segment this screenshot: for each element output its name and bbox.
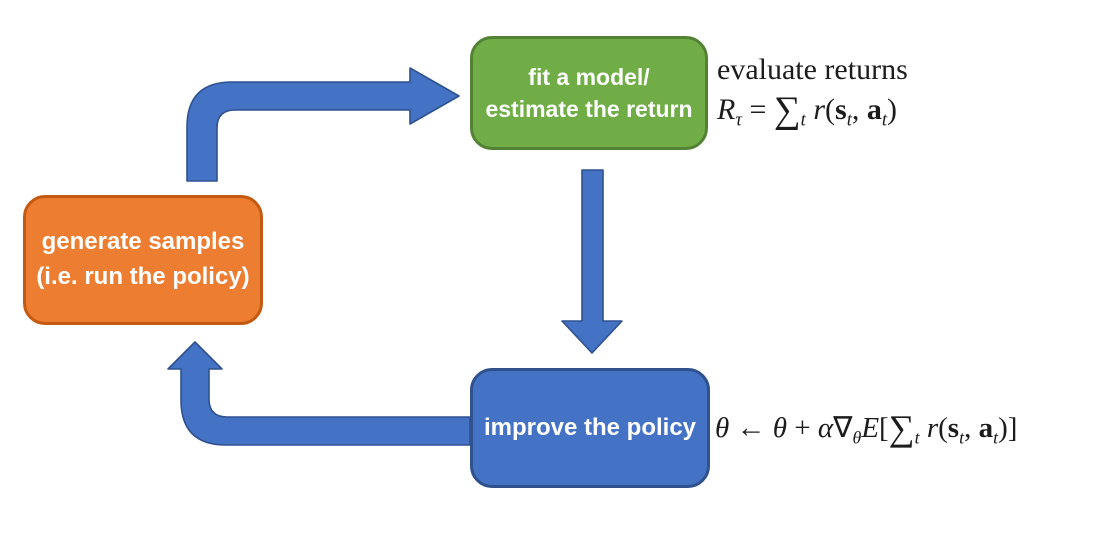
arrow-generate-to-fit	[186, 67, 460, 182]
evaluate-returns-annotation: evaluate returns Rτ = ∑t r(st, at)	[717, 52, 908, 130]
improve-policy-box: improve the policy	[470, 368, 710, 488]
policy-update-formula: θ ← θ + α∇θE[∑t r(st, at)]	[715, 408, 1018, 448]
arrow-improve-to-generate	[167, 341, 471, 446]
evaluate-returns-caption: evaluate returns	[717, 53, 908, 86]
fit-model-line1: fit a model/	[528, 63, 650, 90]
generate-samples-line1: generate samples	[41, 228, 245, 256]
fit-model-box: fit a model/ estimate the return	[470, 36, 708, 150]
generate-samples-line2: (i.e. run the policy)	[36, 263, 250, 290]
improve-policy-label: improve the policy	[483, 414, 697, 441]
generate-samples-box: generate samples (i.e. run the policy)	[23, 195, 263, 325]
fit-model-line2: estimate the return	[485, 96, 693, 122]
return-formula: Rτ = ∑t r(st, at)	[717, 90, 898, 131]
arrow-fit-to-improve	[561, 169, 623, 354]
